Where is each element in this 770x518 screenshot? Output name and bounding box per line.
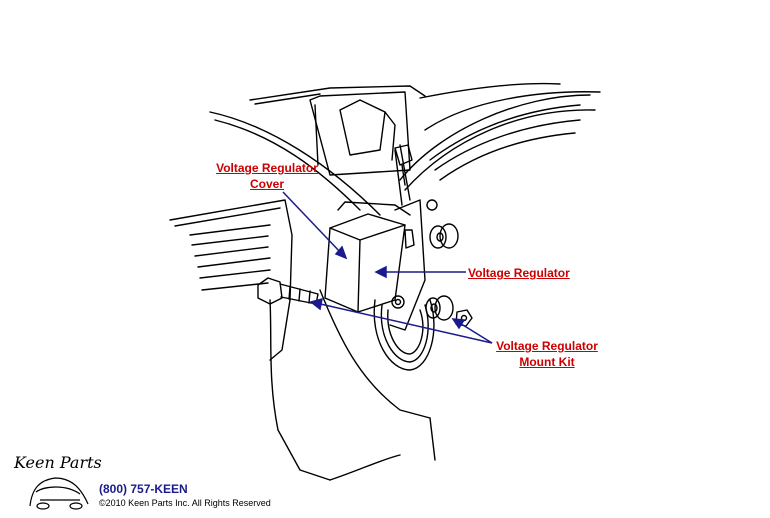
- copyright-text: ©2010 Keen Parts Inc. All Rights Reserve…: [99, 498, 271, 508]
- mount-label-line1: Voltage Regulator: [496, 339, 598, 353]
- voltage-regulator-label[interactable]: Voltage Regulator: [468, 265, 570, 281]
- cover-label-line1: Voltage Regulator: [216, 161, 318, 175]
- voltage-regulator-mount-kit-label[interactable]: Voltage Regulator Mount Kit: [492, 338, 602, 370]
- cover-label-line2: Cover: [249, 177, 284, 191]
- phone-number[interactable]: (800) 757-KEEN: [99, 482, 188, 496]
- keen-parts-logo: Keen Parts: [13, 453, 102, 510]
- regulator-label-text: Voltage Regulator: [468, 266, 570, 280]
- mount-label-line2: Mount Kit: [519, 355, 575, 369]
- voltage-regulator-cover-label[interactable]: Voltage Regulator Cover: [212, 160, 322, 192]
- svg-text:Keen Parts: Keen Parts: [13, 453, 102, 472]
